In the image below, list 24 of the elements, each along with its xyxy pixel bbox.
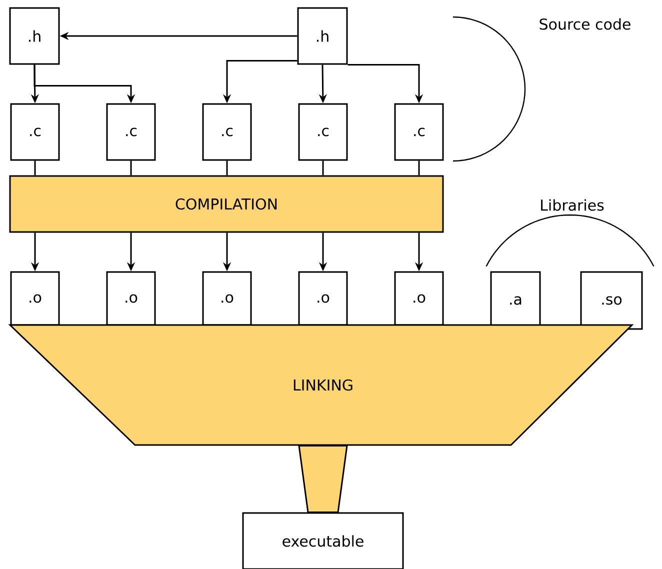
- connector-line: [418, 160, 420, 176]
- connector-line: [130, 160, 132, 176]
- file-box: .so: [580, 271, 643, 330]
- file-box: .o: [106, 271, 156, 326]
- connector-line: [226, 160, 228, 176]
- file-box: .o: [202, 271, 252, 326]
- file-box: .c: [298, 103, 348, 161]
- file-box: .o: [394, 271, 444, 326]
- connector-line: [322, 160, 324, 176]
- file-box: .c: [202, 103, 252, 161]
- file-box: executable: [242, 512, 404, 569]
- file-box: .h: [297, 7, 348, 65]
- file-box: .o: [298, 271, 348, 326]
- label: Libraries: [541, 199, 604, 211]
- process-band: COMPILATION: [9, 175, 444, 233]
- file-box: .c: [10, 103, 60, 161]
- connector: [298, 445, 348, 513]
- connector-line: [34, 160, 36, 176]
- file-box: .c: [394, 103, 444, 161]
- file-box: .c: [106, 103, 156, 161]
- file-box: .h: [9, 7, 60, 65]
- file-box: .a: [490, 271, 541, 330]
- file-box: .o: [10, 271, 60, 326]
- label: Source code: [540, 18, 630, 30]
